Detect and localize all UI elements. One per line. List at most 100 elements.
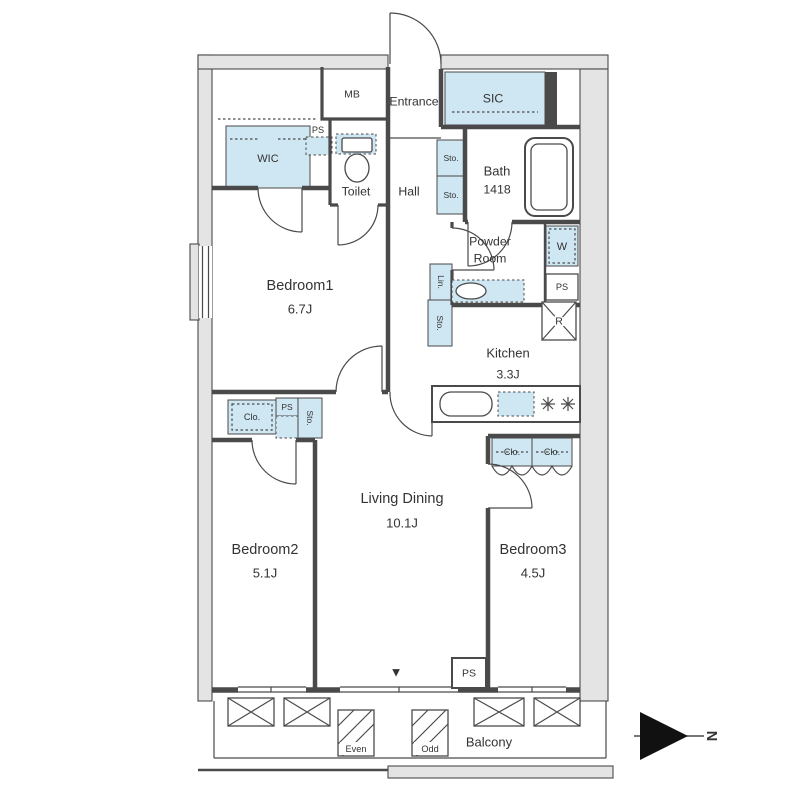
stove-burner-2	[561, 397, 575, 411]
storage-hall-upper	[436, 139, 466, 177]
powder-room-door	[451, 227, 495, 271]
outer-wall-right	[579, 68, 609, 702]
storage-label-hall-lower: Sto.	[443, 190, 458, 200]
north-label: N	[703, 731, 719, 741]
sic-closet	[444, 71, 546, 126]
outer-wall-top-right	[440, 54, 609, 70]
bedroom3-door	[487, 463, 533, 509]
interior-walls	[212, 67, 580, 693]
windows	[199, 246, 566, 693]
closet-left	[227, 399, 277, 435]
closet-left-dashes	[231, 403, 273, 431]
balcony-outline	[213, 701, 607, 759]
north-arrow	[640, 712, 688, 760]
ac-unit-x	[473, 697, 525, 727]
ac-unit-x	[533, 697, 581, 727]
compass	[634, 712, 704, 760]
mb-label: MB	[344, 89, 360, 101]
outer-structure	[189, 54, 609, 702]
odd-label: Odd	[421, 744, 438, 754]
ac-unit-x	[283, 697, 331, 727]
even-label: Even	[346, 744, 367, 754]
fixtures	[335, 133, 581, 423]
toilet-bowl	[344, 153, 370, 183]
odd-label-strip	[414, 742, 446, 755]
closets-storage	[218, 71, 573, 476]
sic-label: SIC	[483, 91, 504, 105]
outer-wall-left	[197, 54, 213, 702]
powder-room-label-2: Room	[474, 251, 507, 265]
wic-door	[257, 187, 303, 233]
ac-unit-x	[227, 697, 275, 727]
bathtub-inner	[530, 143, 568, 211]
stove-burner-1	[541, 397, 555, 411]
kitchen-sink	[439, 391, 493, 417]
bedroom3-label: Bedroom3	[500, 542, 567, 558]
closet-label-bedroom3-2: Clo.	[544, 447, 560, 457]
entrance-label: Entrance	[389, 94, 438, 108]
duct-block	[545, 72, 557, 125]
linen-label: Lin.	[436, 275, 446, 289]
even-label-strip	[340, 742, 372, 755]
window-left-opening	[199, 246, 212, 318]
refrigerator-x	[541, 301, 577, 341]
bath-label: Bath	[484, 164, 511, 179]
toilet-door	[337, 204, 379, 246]
window-bedroom2	[238, 686, 306, 693]
balcony-label: Balcony	[466, 735, 513, 750]
storage-label-mid-left: Sto.	[305, 410, 315, 425]
bedroom1-area: 6.7J	[288, 302, 313, 317]
bedroom1-door	[335, 345, 383, 393]
living-door	[389, 391, 433, 437]
bedroom2-area: 5.1J	[253, 566, 278, 581]
ps-box-right	[545, 273, 579, 301]
toilet-label: Toilet	[342, 184, 371, 198]
ps-box-bottom	[451, 657, 487, 689]
mb-walls	[320, 67, 388, 121]
washer-space	[545, 225, 579, 267]
doors	[251, 12, 533, 509]
bath-door	[467, 221, 513, 267]
balcony-slab-band	[387, 765, 614, 779]
kitchen-label: Kitchen	[486, 346, 529, 361]
kitchen-area: 3.3J	[496, 367, 519, 381]
window-bedroom3	[498, 686, 566, 693]
refrigerator-label: R	[555, 316, 563, 328]
ps-label-right: PS	[556, 282, 568, 292]
vanity-sink	[455, 282, 487, 300]
storage-corridor	[427, 299, 453, 347]
kitchen-worktop	[497, 391, 535, 417]
powder-room-label-1: Powder	[469, 234, 511, 248]
window-bedroom1-left	[201, 246, 210, 318]
washer-label: W	[557, 241, 568, 253]
bedroom1-label: Bedroom1	[267, 278, 334, 294]
wic-closet	[225, 125, 311, 189]
storage-hall-lower	[436, 175, 466, 215]
ps-label-top: PS	[312, 125, 324, 135]
bedroom2-label: Bedroom2	[232, 542, 299, 558]
storage-label-hall-upper: Sto.	[443, 153, 458, 163]
bedroom3-area: 4.5J	[521, 566, 546, 581]
ps-label-mid: PS	[281, 402, 293, 412]
entrance-door	[389, 12, 442, 65]
balcony-access-marker: ▼	[390, 665, 403, 680]
storage-tall-mid-left	[297, 397, 323, 439]
balcony-structure	[198, 657, 614, 779]
toilet-tank	[341, 137, 373, 153]
closet-label-left: Clo.	[244, 412, 260, 422]
bedroom3-closet-folding-doors	[491, 464, 573, 476]
living-dining-area: 10.1J	[386, 516, 418, 531]
living-dining-label: Living Dining	[360, 491, 443, 507]
ps-label-bottom: PS	[462, 668, 476, 680]
bedroom2-door	[251, 439, 297, 485]
storage-box-mid-left	[275, 415, 299, 439]
sliding-door-living-balcony	[340, 686, 458, 693]
closet-label-bedroom3-1: Clo.	[504, 447, 520, 457]
wic-hanger-dashes	[218, 118, 318, 140]
bath-size: 1418	[483, 182, 511, 196]
window-bay-left	[189, 243, 200, 321]
hall-label: Hall	[398, 184, 419, 198]
wic-label: WIC	[257, 153, 278, 165]
